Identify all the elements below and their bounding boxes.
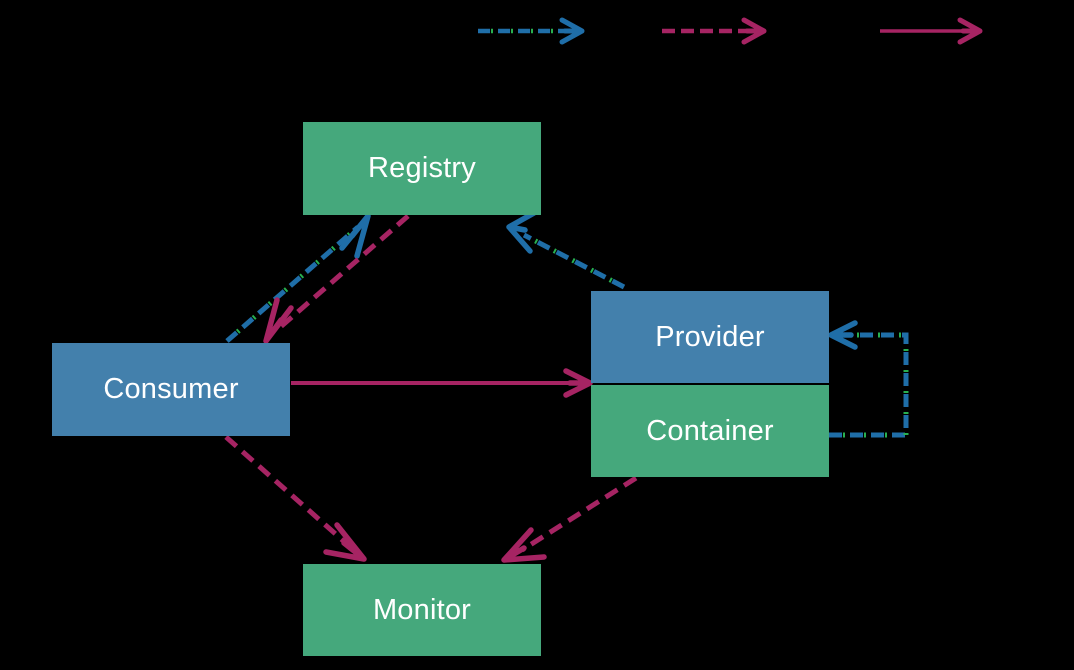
node-container[interactable]: Container <box>591 385 829 477</box>
edge-provider-to-registry-dots <box>522 232 626 290</box>
edge-provider-to-registry <box>506 210 626 290</box>
edge-container-to-provider-loop <box>828 320 909 438</box>
edge-consumer-to-monitor <box>224 435 367 562</box>
edge-container-to-provider-loop-line <box>829 332 909 438</box>
edge-provider-to-registry-line <box>522 232 626 290</box>
edge-consumer-to-provider <box>291 368 593 398</box>
node-monitor[interactable]: Monitor <box>303 564 541 656</box>
edge-consumer-to-monitor-line <box>224 435 350 547</box>
edge-provider-to-registry-arrowhead <box>506 210 537 254</box>
edge-container-to-provider-loop-dots <box>829 332 909 438</box>
node-monitor-label: Monitor <box>372 593 472 626</box>
edge-consumer-to-provider-arrowhead <box>563 368 593 398</box>
edge-container-to-provider-loop-arrowhead <box>828 320 858 350</box>
edge-consumer-to-registry <box>225 213 371 343</box>
node-consumer[interactable]: Consumer <box>52 343 290 436</box>
legend <box>478 17 983 45</box>
node-container-label: Container <box>646 414 774 447</box>
edge-registry-to-consumer-arrowhead <box>263 297 294 344</box>
legend-item-magenta-dashed <box>662 17 767 45</box>
edge-consumer-to-registry-line <box>225 225 360 343</box>
node-registry-label: Registry <box>368 152 476 184</box>
node-registry[interactable]: Registry <box>303 122 541 215</box>
legend-item-blue-dashed <box>478 17 585 45</box>
node-consumer-label: Consumer <box>103 373 239 405</box>
legend-magenta-dashed-arrowhead <box>741 17 767 45</box>
edge-registry-to-consumer-line <box>275 214 410 332</box>
edge-consumer-to-registry-arrowhead <box>339 213 371 259</box>
edge-container-to-monitor-arrowhead <box>501 527 547 563</box>
legend-item-magenta-solid <box>880 17 983 45</box>
edge-container-to-monitor <box>501 475 638 563</box>
edge-registry-to-consumer <box>263 214 410 344</box>
edge-consumer-to-monitor-arrowhead <box>323 522 367 562</box>
legend-magenta-solid-arrowhead <box>957 17 983 45</box>
edge-container-to-monitor-line <box>520 475 638 553</box>
node-provider-label: Provider <box>655 320 765 353</box>
legend-blue-dashed-arrowhead <box>559 17 585 45</box>
node-provider[interactable]: Provider <box>591 291 829 383</box>
